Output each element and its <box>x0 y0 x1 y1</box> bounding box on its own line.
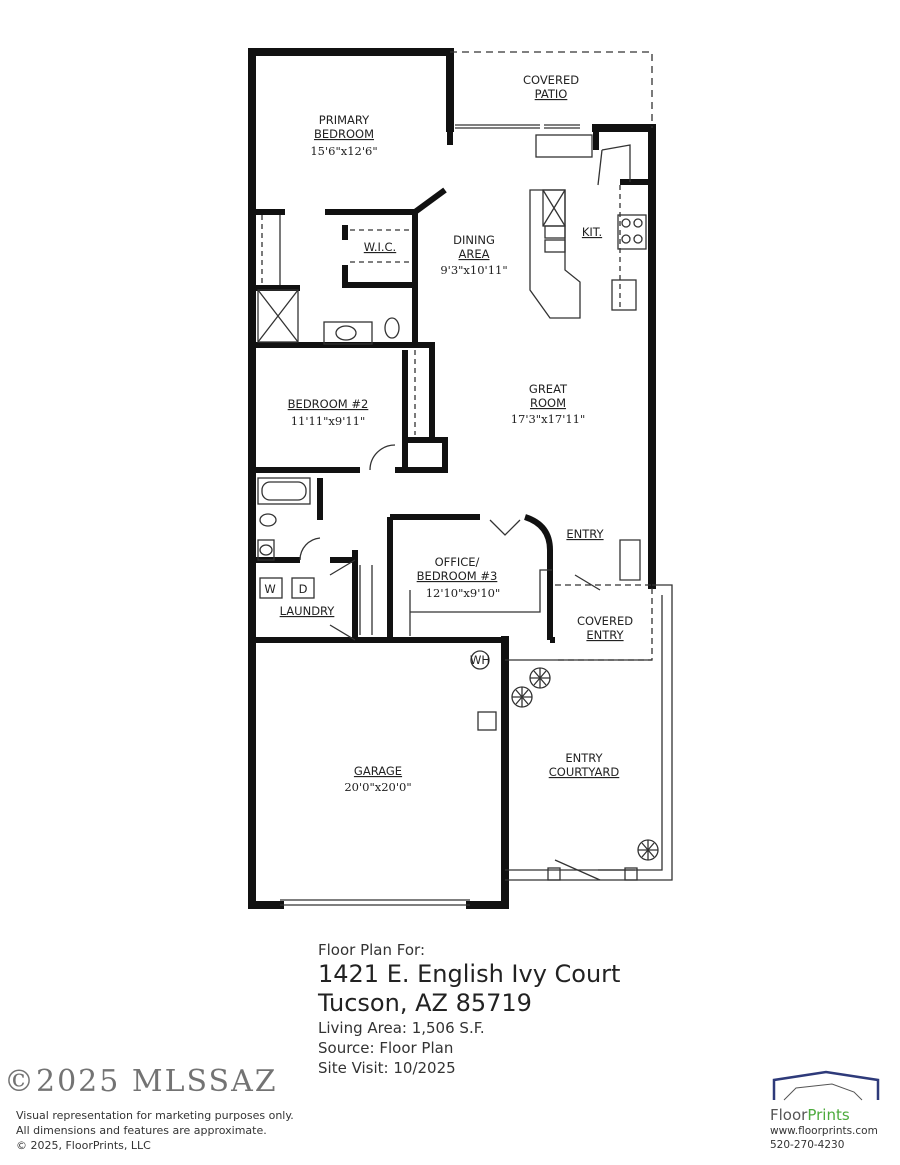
washer-label: W <box>264 582 275 596</box>
wic-label: W.I.C. <box>364 240 396 254</box>
phone: 520-270-4230 <box>770 1139 845 1151</box>
water-heater-label: WH <box>470 653 490 667</box>
address-line-1: 1421 E. English Ivy Court <box>318 960 621 988</box>
floorprints-logo: FloorPrints www.floorprints.com 520-270-… <box>770 1070 890 1152</box>
logo-text-floor: Floor <box>770 1106 808 1124</box>
dining-label-1: DINING <box>453 233 495 247</box>
room-labels: COVERED PATIO PRIMARY BEDROOM 15'6"x12'6… <box>264 73 633 794</box>
great-room-size: 17'3"x17'11" <box>511 412 586 426</box>
covered-entry-label-1: COVERED <box>577 614 633 628</box>
dining-label-2: AREA <box>459 247 490 261</box>
exterior-walls <box>248 48 656 909</box>
covered-patio-label-1: COVERED <box>523 73 579 87</box>
dining-size: 9'3"x10'11" <box>440 263 507 277</box>
logo-text: FloorPrints <box>770 1106 890 1124</box>
dryer-label: D <box>299 582 308 596</box>
office-label-1: OFFICE/ <box>435 555 480 569</box>
plan-info: Floor Plan For: 1421 E. English Ivy Cour… <box>318 940 620 1078</box>
laundry-label: LAUNDRY <box>280 604 336 618</box>
living-area: Living Area: 1,506 S.F. <box>318 1019 485 1037</box>
bedroom2-label: BEDROOM #2 <box>288 397 369 411</box>
site-visit: Site Visit: 10/2025 <box>318 1059 456 1077</box>
garage-label: GARAGE <box>354 764 402 778</box>
kitchen-label: KIT. <box>582 225 602 239</box>
covered-entry-label-2: ENTRY <box>586 628 624 642</box>
entry-label: ENTRY <box>566 527 604 541</box>
courtyard-label-1: ENTRY <box>565 751 603 765</box>
disclaimer: Visual representation for marketing purp… <box>16 1108 294 1153</box>
fixtures <box>257 51 673 906</box>
disclaimer-line-2: All dimensions and features are approxim… <box>16 1124 267 1137</box>
great-room-label-1: GREAT <box>529 382 568 396</box>
website: www.floorprints.com <box>770 1125 878 1137</box>
address-line-2: Tucson, AZ 85719 <box>318 989 532 1017</box>
primary-bedroom-label-2: BEDROOM <box>314 127 374 141</box>
office-label-2: BEDROOM #3 <box>417 569 498 583</box>
great-room-label-2: ROOM <box>530 396 566 410</box>
interior-walls <box>252 128 652 643</box>
covered-patio-label-2: PATIO <box>535 87 568 101</box>
source: Source: Floor Plan <box>318 1039 454 1057</box>
bedroom2-size: 11'11"x9'11" <box>291 414 366 428</box>
watermark: ©2025 MLSSAZ <box>4 1064 278 1099</box>
floor-plan: COVERED PATIO PRIMARY BEDROOM 15'6"x12'6… <box>248 48 673 909</box>
info-heading: Floor Plan For: <box>318 941 425 959</box>
garage-size: 20'0"x20'0" <box>344 780 411 794</box>
primary-bedroom-label-1: PRIMARY <box>319 113 370 127</box>
logo-text-prints: Prints <box>807 1106 850 1124</box>
house-roof-icon <box>772 1070 880 1101</box>
disclaimer-line-3: © 2025, FloorPrints, LLC <box>16 1139 151 1152</box>
courtyard-label-2: COURTYARD <box>549 765 620 779</box>
disclaimer-line-1: Visual representation for marketing purp… <box>16 1109 294 1122</box>
office-size: 12'10"x9'10" <box>426 586 501 600</box>
primary-bedroom-size: 15'6"x12'6" <box>310 144 377 158</box>
